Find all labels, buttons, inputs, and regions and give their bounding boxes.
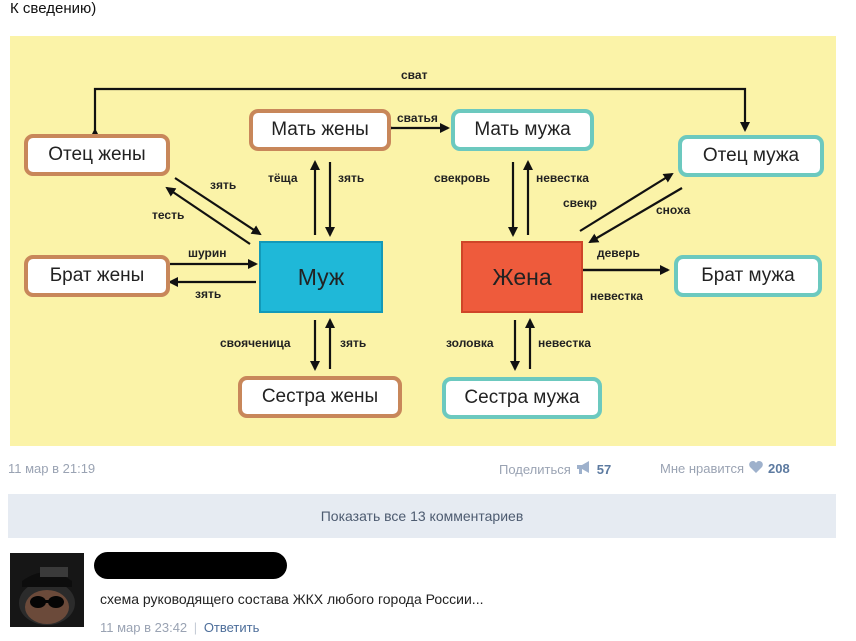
label-dever: деверь <box>597 246 640 260</box>
label-zyat-brother: зять <box>195 287 222 301</box>
label-nevestka-brother: невестка <box>590 289 643 303</box>
post-date[interactable]: 11 мар в 21:19 <box>8 461 96 476</box>
comment-date[interactable]: 11 мар в 23:42 <box>100 620 188 635</box>
share-button[interactable]: Поделиться 57 <box>499 461 611 477</box>
label-zyat-mother: зять <box>338 171 365 185</box>
node-wife: Жена <box>461 241 583 313</box>
megaphone-icon <box>576 461 592 477</box>
node-husband-mother: Мать мужа <box>451 109 594 151</box>
label-nevestka-sister: невестка <box>538 336 591 350</box>
node-wife-sister: Сестра жены <box>238 376 402 418</box>
comment-text: схема руководящего состава ЖКХ любого го… <box>100 591 484 607</box>
node-wife-mother: Мать жены <box>249 109 391 151</box>
label-svoyachnitsa: свояченица <box>220 336 291 350</box>
family-diagram: Отец жены Мать жены Мать мужа Отец мужа … <box>10 36 836 446</box>
share-count: 57 <box>596 461 612 477</box>
node-husband-brother: Брат мужа <box>674 255 822 297</box>
label-zolovka: золовка <box>446 336 494 350</box>
node-husband: Муж <box>259 241 383 313</box>
comment-meta: 11 мар в 23:42 | Ответить <box>100 620 259 635</box>
show-all-comments-button[interactable]: Показать все 13 комментариев <box>8 494 836 538</box>
node-husband-sister: Сестра мужа <box>442 377 602 419</box>
label-nevestka-mother: невестка <box>536 171 589 185</box>
label-svat: сват <box>401 68 428 82</box>
node-wife-brother: Брат жены <box>24 255 170 297</box>
reply-link[interactable]: Ответить <box>203 620 260 635</box>
label-zyat-sister: зять <box>340 336 367 350</box>
label-shurin: шурин <box>188 246 227 260</box>
comment-separator: | <box>193 620 198 635</box>
redacted-username <box>94 552 287 579</box>
label-svatya: сватья <box>397 111 438 125</box>
label-svekr: свекр <box>563 196 597 210</box>
like-button[interactable]: Мне нравится 208 <box>660 461 790 476</box>
share-label: Поделиться <box>499 461 571 477</box>
label-zyat-father: зять <box>210 178 237 192</box>
avatar[interactable] <box>10 553 84 627</box>
post-text: К сведению) <box>10 0 97 17</box>
like-count: 208 <box>768 461 790 476</box>
label-test: тесть <box>152 208 185 222</box>
label-tyoshcha: тёща <box>268 171 298 185</box>
heart-icon <box>749 461 763 476</box>
like-label: Мне нравится <box>660 461 745 476</box>
label-snokha: сноха <box>656 203 691 217</box>
label-svekrov: свекровь <box>434 171 490 185</box>
node-wife-father: Отец жены <box>24 134 170 176</box>
diagram-arrows <box>90 87 750 371</box>
node-husband-father: Отец мужа <box>678 135 824 177</box>
